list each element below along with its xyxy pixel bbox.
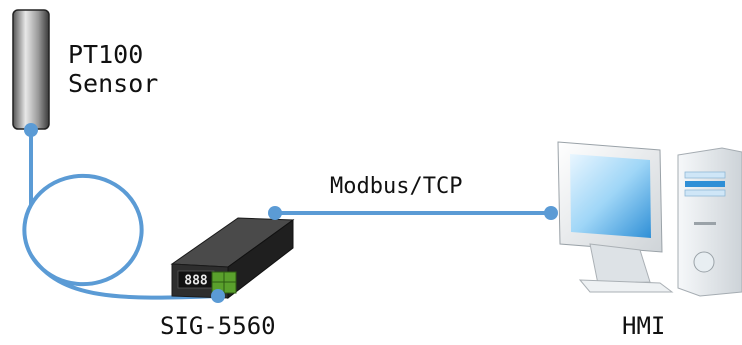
device-input-dot <box>211 289 225 303</box>
hmi-label: HMI <box>622 312 666 340</box>
desktop-computer-icon <box>557 141 742 297</box>
terminal-block-icon <box>211 271 237 294</box>
display-icon: 888 <box>177 270 215 289</box>
tower-icon <box>677 147 742 297</box>
sensor-cable <box>22 128 220 300</box>
device-ethernet-dot <box>268 206 282 220</box>
temperature-probe-icon <box>12 9 50 130</box>
sensor-label-line1: PT100 <box>68 40 144 69</box>
sensor-connection-dot <box>24 123 38 137</box>
device-label: SIG-5560 <box>160 312 276 340</box>
monitor-icon <box>557 141 674 293</box>
sensor-label-line2: Sensor <box>68 68 159 98</box>
signal-converter-icon: 888 <box>170 217 295 300</box>
protocol-label: Modbus/TCP <box>330 174 463 199</box>
display-digits: 888 <box>184 274 208 289</box>
hmi-connection-dot <box>544 206 558 220</box>
